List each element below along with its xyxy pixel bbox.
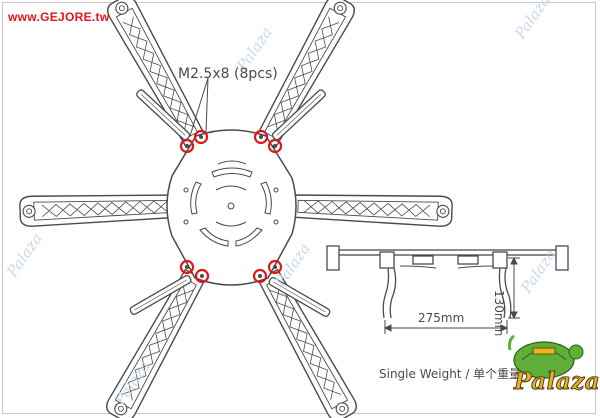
screw-leader-line [205,77,209,133]
screw-highlight-circle [267,138,283,154]
palaza-logo-text: Palaza [513,368,600,396]
screw-highlight-circle [179,259,195,275]
width-dimension-line [383,320,509,334]
center-plate [166,129,297,286]
screw-highlight-circle [194,268,210,284]
frame-arm-left [18,190,184,228]
screw-highlight-circle [267,259,283,275]
screw-highlight-circle [193,129,209,145]
image-frame [2,2,596,414]
palaza-logo-graphic [508,334,584,379]
side-view-drawing [326,245,569,319]
single-weight-label: Single Weight / 单个重量 [379,367,522,381]
screw-leader-line [189,77,209,137]
screw-highlight-circle [252,268,268,284]
frame-arm-lower-right [254,267,361,418]
screw-highlight-circle [179,138,195,154]
height-dimension-label: 130mm [492,290,506,337]
width-dimension-label: 275mm [418,311,465,325]
screw-highlight-circle [253,129,269,145]
height-dimension-line [508,256,520,320]
frame-arm-right [288,190,454,228]
site-url-label: www.GEJORE.tw [8,10,110,24]
screw-spec-label: M2.5x8 (8pcs) [178,66,278,82]
